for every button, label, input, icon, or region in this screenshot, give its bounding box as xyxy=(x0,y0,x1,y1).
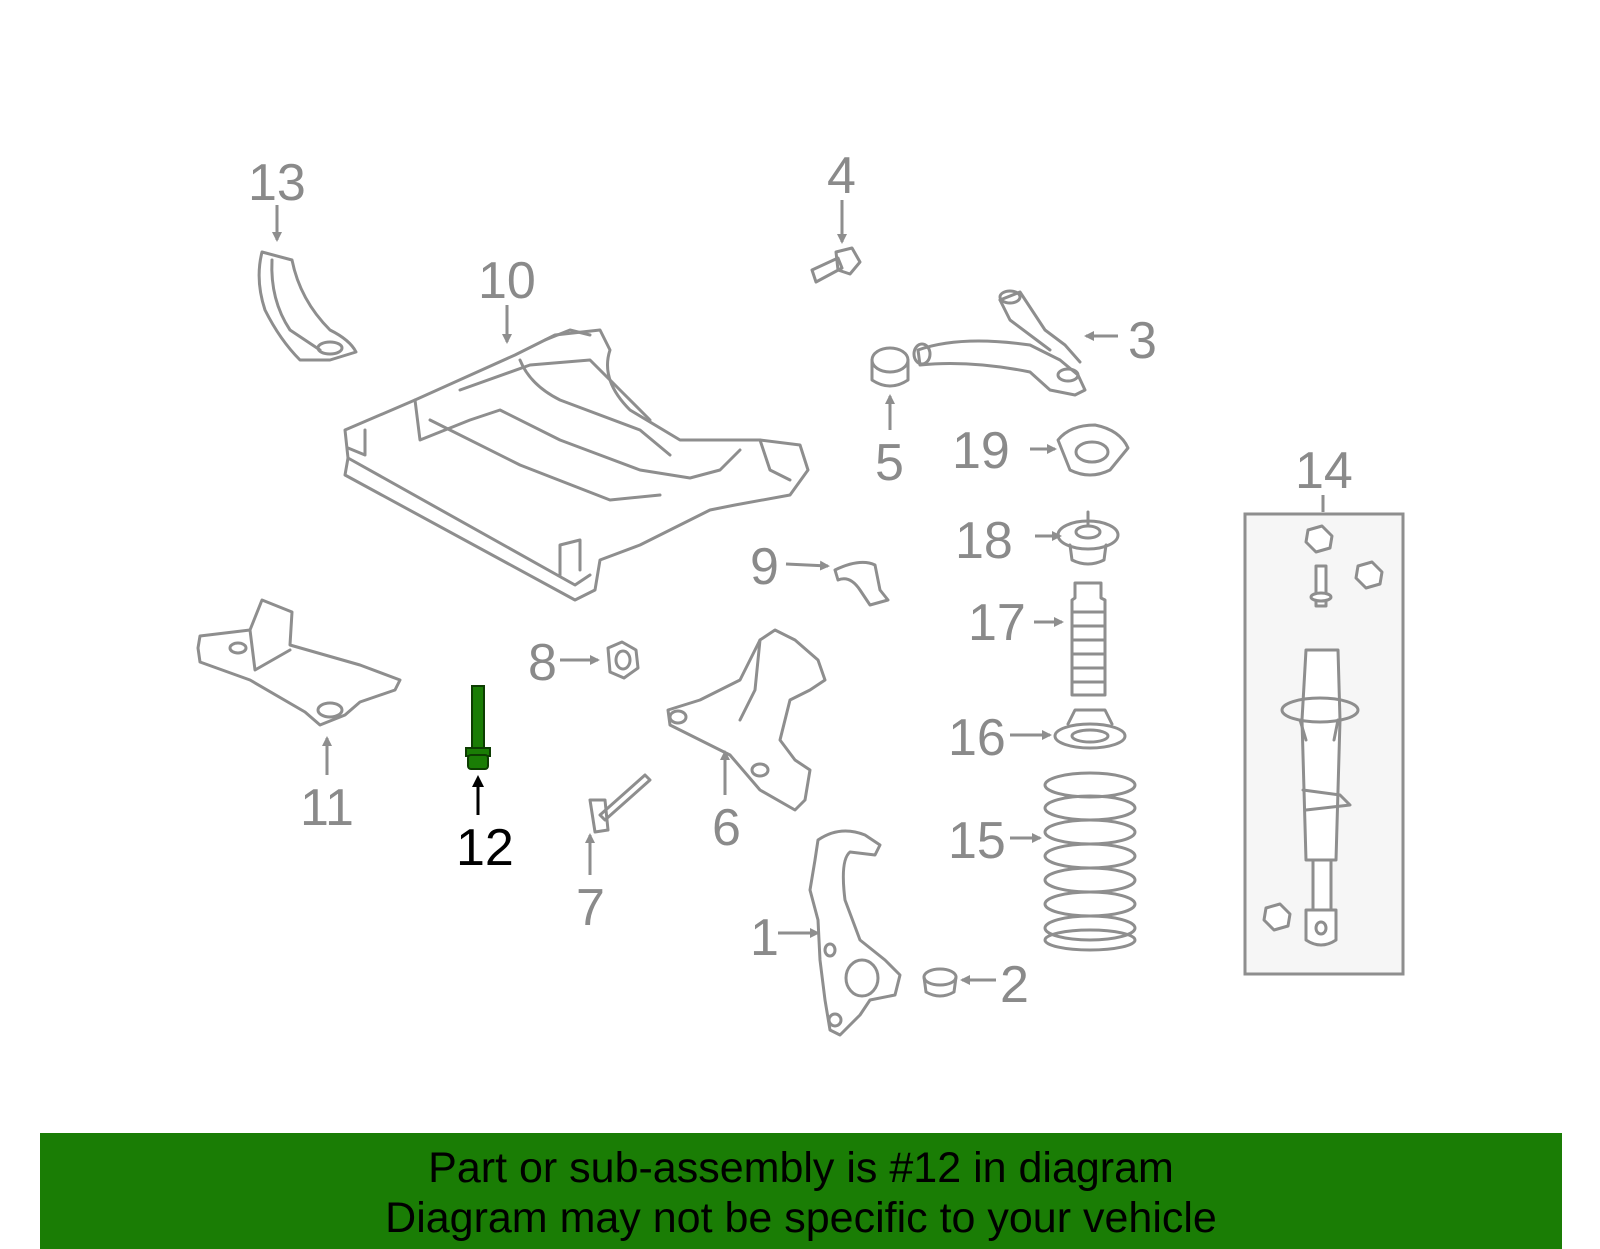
callout-9: 9 xyxy=(750,538,830,596)
callout-7: 7 xyxy=(576,833,605,937)
part-12-bolt[interactable] xyxy=(465,685,491,770)
part-13-bracket[interactable] xyxy=(257,250,358,362)
callout-19: 19 xyxy=(952,422,1057,480)
part-19-mount-plate[interactable] xyxy=(1056,423,1130,477)
svg-text:16: 16 xyxy=(948,709,1006,767)
banner-line-disclaimer: Diagram may not be specific to your vehi… xyxy=(385,1194,1217,1242)
callout-18: 18 xyxy=(955,512,1062,570)
part-18-upper-mount[interactable] xyxy=(1056,510,1120,566)
callout-1: 1 xyxy=(750,909,820,967)
callout-6: 6 xyxy=(712,750,741,857)
part-1-knuckle[interactable] xyxy=(808,829,902,1037)
part-7-pin[interactable] xyxy=(588,773,652,834)
callout-12: 12 xyxy=(456,775,514,877)
svg-text:13: 13 xyxy=(248,154,306,212)
part-17-dust-boot[interactable] xyxy=(1070,581,1107,697)
svg-text:18: 18 xyxy=(955,512,1013,570)
callout-17: 17 xyxy=(968,594,1064,652)
part-16-spring-seat[interactable] xyxy=(1053,708,1127,750)
svg-text:17: 17 xyxy=(968,594,1026,652)
svg-text:7: 7 xyxy=(576,879,605,937)
svg-text:3: 3 xyxy=(1128,312,1157,370)
svg-text:1: 1 xyxy=(750,909,779,967)
callout-13: 13 xyxy=(248,154,306,242)
svg-text:15: 15 xyxy=(948,812,1006,870)
part-2-bushing[interactable] xyxy=(922,967,958,998)
callout-3: 3 xyxy=(1084,312,1157,370)
svg-text:10: 10 xyxy=(478,252,536,310)
svg-text:5: 5 xyxy=(875,434,904,492)
svg-text:14: 14 xyxy=(1295,442,1353,500)
svg-text:11: 11 xyxy=(300,779,354,837)
svg-text:2: 2 xyxy=(1000,956,1029,1014)
svg-text:9: 9 xyxy=(750,538,779,596)
svg-text:12: 12 xyxy=(456,819,514,877)
callout-8: 8 xyxy=(528,634,600,692)
svg-text:8: 8 xyxy=(528,634,557,692)
callout-10: 10 xyxy=(478,252,536,344)
callout-16: 16 xyxy=(948,709,1052,767)
svg-text:4: 4 xyxy=(827,147,856,205)
part-4-bolt[interactable] xyxy=(810,246,862,284)
part-9-clamp[interactable] xyxy=(833,560,890,607)
svg-text:6: 6 xyxy=(712,799,741,857)
callout-2: 2 xyxy=(960,956,1029,1014)
callout-14: 14 xyxy=(1295,442,1353,512)
part-3-upper-control-arm[interactable] xyxy=(912,289,1087,397)
part-10-crossmember[interactable] xyxy=(343,328,810,602)
info-banner: Part or sub-assembly is #12 in diagram D… xyxy=(40,1133,1562,1249)
banner-line-part: Part or sub-assembly is #12 in diagram xyxy=(428,1144,1174,1192)
callout-11: 11 xyxy=(300,736,354,837)
callout-15: 15 xyxy=(948,812,1042,870)
part-15-coil-spring[interactable] xyxy=(1043,771,1137,952)
part-6-lower-control-arm[interactable] xyxy=(666,628,827,812)
part-14-strut-assembly[interactable] xyxy=(1243,512,1405,976)
callout-5: 5 xyxy=(875,394,904,492)
callout-4: 4 xyxy=(827,147,856,244)
part-8-nut[interactable] xyxy=(606,640,640,680)
part-11-skid-plate[interactable] xyxy=(196,598,402,727)
svg-text:19: 19 xyxy=(952,422,1010,480)
part-5-bushing[interactable] xyxy=(870,346,910,388)
